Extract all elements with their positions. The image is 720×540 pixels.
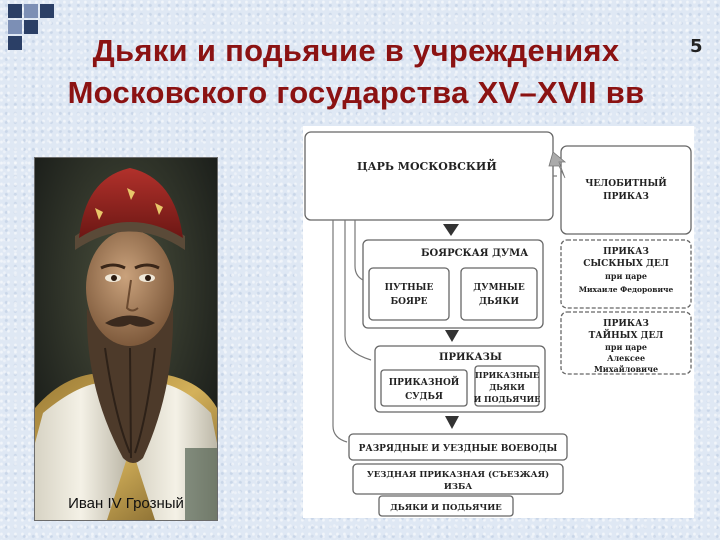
portrait-frame: Иван IV Грозный — [34, 157, 218, 521]
tain-label-3: при царе — [605, 342, 647, 352]
sysk-label-1: ПРИКАЗ — [603, 247, 649, 257]
dumnye-label-1: ДУМНЫЕ — [473, 283, 525, 293]
corner-square-3 — [40, 4, 54, 18]
izba-label-2: ИЗБА — [444, 482, 472, 492]
chelobitny-box — [561, 146, 691, 234]
tain-label-1: ПРИКАЗ — [603, 319, 649, 329]
sudya-label-2: СУДЬЯ — [405, 392, 443, 402]
slide-title-line-2: Московского государства XV–XVII вв — [0, 72, 712, 114]
page-number: 5 — [690, 36, 703, 57]
down-arrow-3 — [445, 416, 459, 429]
tsar-label: ЦАРЬ МОСКОВСКИЙ — [357, 158, 497, 173]
portrait-caption: Иван IV Грозный — [35, 495, 217, 512]
diagram-svg: ЦАРЬ МОСКОВСКИЙ БОЯРСКАЯ ДУМА ПУТНЫЕ БОЯ… — [303, 126, 694, 518]
administration-diagram: ЦАРЬ МОСКОВСКИЙ БОЯРСКАЯ ДУМА ПУТНЫЕ БОЯ… — [303, 126, 694, 518]
chelob-label-2: ПРИКАЗ — [603, 192, 649, 202]
prik-dyaki-label-2: ДЬЯКИ — [489, 382, 525, 392]
portrait-image — [35, 158, 217, 520]
prikazy-label: ПРИКАЗЫ — [439, 352, 502, 363]
dumnye-label-2: ДЬЯКИ — [479, 297, 520, 307]
down-arrow-1 — [443, 224, 459, 236]
putnye-boyare-box — [369, 268, 449, 320]
putnye-label-2: БОЯРЕ — [390, 297, 427, 307]
slide-title: Дьяки и подьячие в учреждениях Московско… — [0, 30, 712, 114]
prik-dyaki-label-1: ПРИКАЗНЫЕ — [475, 370, 539, 380]
putnye-label-1: ПУТНЫЕ — [385, 283, 434, 293]
slide-title-line-1: Дьяки и подьячие в учреждениях — [0, 30, 712, 72]
tsar-box — [305, 132, 553, 220]
prik-dyaki-label-3: И ПОДЬЯЧИЕ — [474, 394, 541, 404]
corner-square-1 — [8, 4, 22, 18]
corner-square-2 — [24, 4, 38, 18]
sysk-label-2: СЫСКНЫХ ДЕЛ — [583, 259, 669, 269]
down-arrow-2 — [445, 330, 459, 342]
dumnye-dyaki-box — [461, 268, 537, 320]
sysk-label-3: при царе — [605, 271, 647, 281]
izba-label-1: УЕЗДНАЯ ПРИКАЗНАЯ (СЪЕЗЖАЯ) — [367, 469, 549, 480]
sysk-label-4: Михаиле Федоровиче — [579, 285, 674, 294]
boyar-duma-label: БОЯРСКАЯ ДУМА — [421, 248, 529, 259]
voevody-label: РАЗРЯДНЫЕ И УЕЗДНЫЕ ВОЕВОДЫ — [359, 444, 558, 454]
tain-label-5: Михайловиче — [594, 364, 658, 374]
tain-label-4: Алексее — [607, 353, 645, 363]
dyaki-podyachie-label: ДЬЯКИ И ПОДЬЯЧИЕ — [390, 503, 502, 513]
